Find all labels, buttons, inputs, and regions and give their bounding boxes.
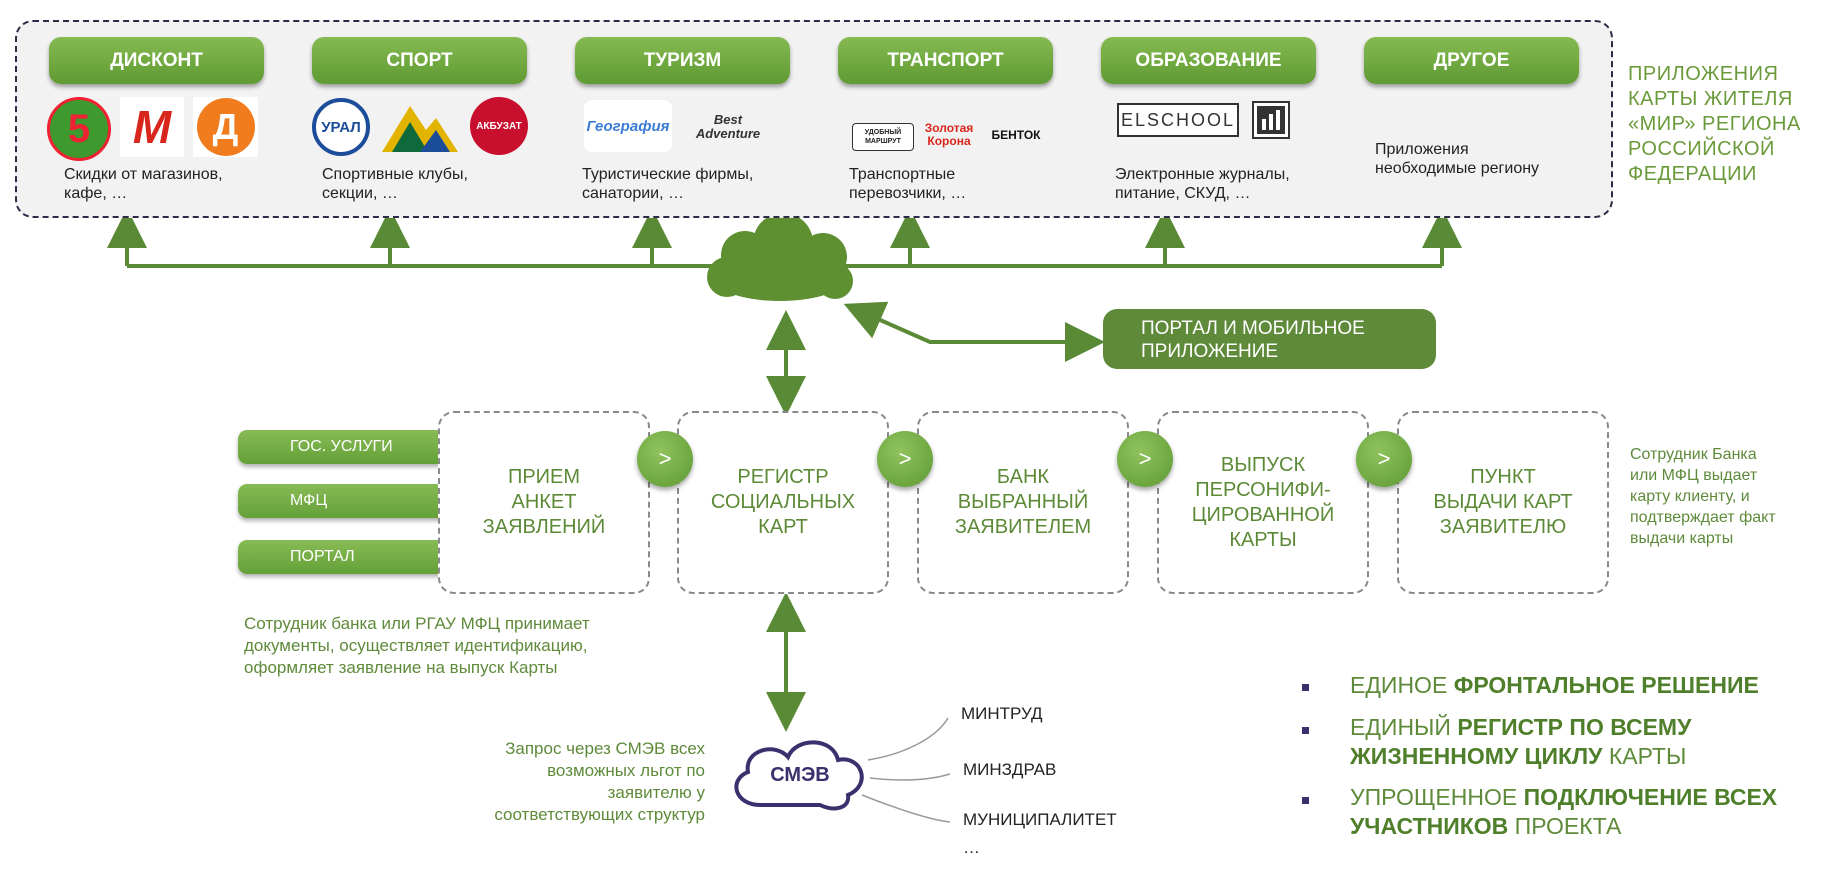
step-chosen-bank: БАНК ВЫБРАННЫЙ ЗАЯВИТЕЛЕМ [917,411,1129,594]
diary-app-logo [1252,101,1290,139]
bullet-marker-icon [1302,727,1309,734]
bentok-logo: БЕНТОК [991,128,1041,142]
magnit-logo: М [120,97,184,157]
smev-request-note: Запрос через СМЭВ всех возможных льгот п… [494,739,705,824]
chart-bars-icon [1257,106,1285,134]
best-adventure-logo: Best Adventure [695,112,761,141]
chevron-right-icon: > [637,431,693,487]
smev-cloud-icon [734,740,864,811]
step-card-issuance-point: ПУНКТ ВЫДАЧИ КАРТ ЗАЯВИТЕЛЮ [1397,411,1609,594]
step-social-card-register: РЕГИСТР СОЦИАЛЬНЫХ КАРТ [677,411,889,594]
pyaterochka-logo: 5 [47,97,111,161]
category-sport-button[interactable]: СПОРТ [312,37,527,84]
note-bank-issue: Сотрудник Банка или МФЦ выдает карту кли… [1630,446,1776,547]
category-sport-desc: Спортивные клубы, секции, … [322,166,468,202]
sport-club-logo [380,100,460,154]
source-gosuslugi-button[interactable]: ГОС. УСЛУГИ [238,430,452,464]
category-transport-desc: Транспортные перевозчики, … [849,166,967,202]
org-more: … [963,838,980,857]
elschool-logo: ELSCHOOL [1117,103,1239,137]
category-transport-button[interactable]: ТРАНСПОРТ [838,37,1053,84]
bullet-marker-icon [1302,684,1309,691]
category-education-desc: Электронные журналы, питание, СКУД, … [1115,166,1290,202]
category-discount-desc: Скидки от магазинов, кафе, … [64,166,223,202]
category-other-button[interactable]: ДРУГОЕ [1364,37,1579,84]
chevron-right-icon: > [877,431,933,487]
category-tourism-button[interactable]: ТУРИЗМ [575,37,790,84]
udobny-marshrut-logo: УДОБНЫЙ МАРШРУТ [852,123,914,151]
curve-to-mintrud [867,717,949,761]
chevron-right-icon: > [1117,431,1173,487]
category-education-button[interactable]: ОБРАЗОВАНИЕ [1101,37,1316,84]
org-mintrud: МИНТРУД [961,704,1043,723]
org-municipality: МУНИЦИПАЛИТЕТ [963,810,1117,829]
chevron-right-icon: > [1356,431,1412,487]
category-discount-button[interactable]: ДИСКОНТ [49,37,264,84]
source-portal-button[interactable]: ПОРТАЛ [238,540,452,574]
bullet-register-lifecycle: ЕДИНЫЙ РЕГИСТР ПО ВСЕМУ ЖИЗНЕННОМУ ЦИКЛУ… [1350,714,1692,769]
org-minzdrav: МИНЗДРАВ [963,760,1057,779]
bullet-marker-icon [1302,797,1309,804]
geography-logo: География [584,100,672,152]
network-cloud-icon [707,213,853,301]
applications-title: ПРИЛОЖЕНИЯ КАРТЫ ЖИТЕЛЯ «МИР» РЕГИОНА РО… [1628,63,1801,185]
ural-logo: УРАЛ [312,98,370,156]
smev-label: СМЭВ [770,764,830,786]
step-personalized-card-issue: ВЫПУСК ПЕРСОНИФИ- ЦИРОВАННОЙ КАРТЫ [1157,411,1369,594]
curve-to-municipality [861,794,951,823]
dixy-logo: Д [196,98,255,156]
category-tourism-desc: Туристические фирмы, санатории, … [582,166,754,202]
portal-mobile-app-button[interactable]: ПОРТАЛ И МОБИЛЬНОЕ ПРИЛОЖЕНИЕ [1103,309,1436,369]
source-mfc-button[interactable]: МФЦ [238,484,452,518]
step-application-intake: ПРИЕМ АНКЕТ ЗАЯВЛЕНИЙ [438,411,650,594]
zolotaya-korona-logo: Золотая Корона [924,121,974,148]
applications-panel [15,20,1613,218]
mountain-emblem-icon [382,106,458,152]
category-other-desc: Приложения необходимые региону [1375,141,1540,177]
arrow-cloud-portal [843,301,1105,362]
note-bank-accept: Сотрудник банка или РГАУ МФЦ принимает д… [244,614,590,677]
dixy-logo-frame: Д [193,97,258,157]
curve-to-minzdrav [869,773,951,781]
bullet-front-solution: ЕДИНОЕ ФРОНТАЛЬНОЕ РЕШЕНИЕ [1350,672,1759,698]
akbuzat-logo: АКБУЗАТ [470,97,528,155]
bullet-simple-connection: УПРОЩЕННОЕ ПОДКЛЮЧЕНИЕ ВСЕХ УЧАСТНИКОВ П… [1350,784,1778,839]
